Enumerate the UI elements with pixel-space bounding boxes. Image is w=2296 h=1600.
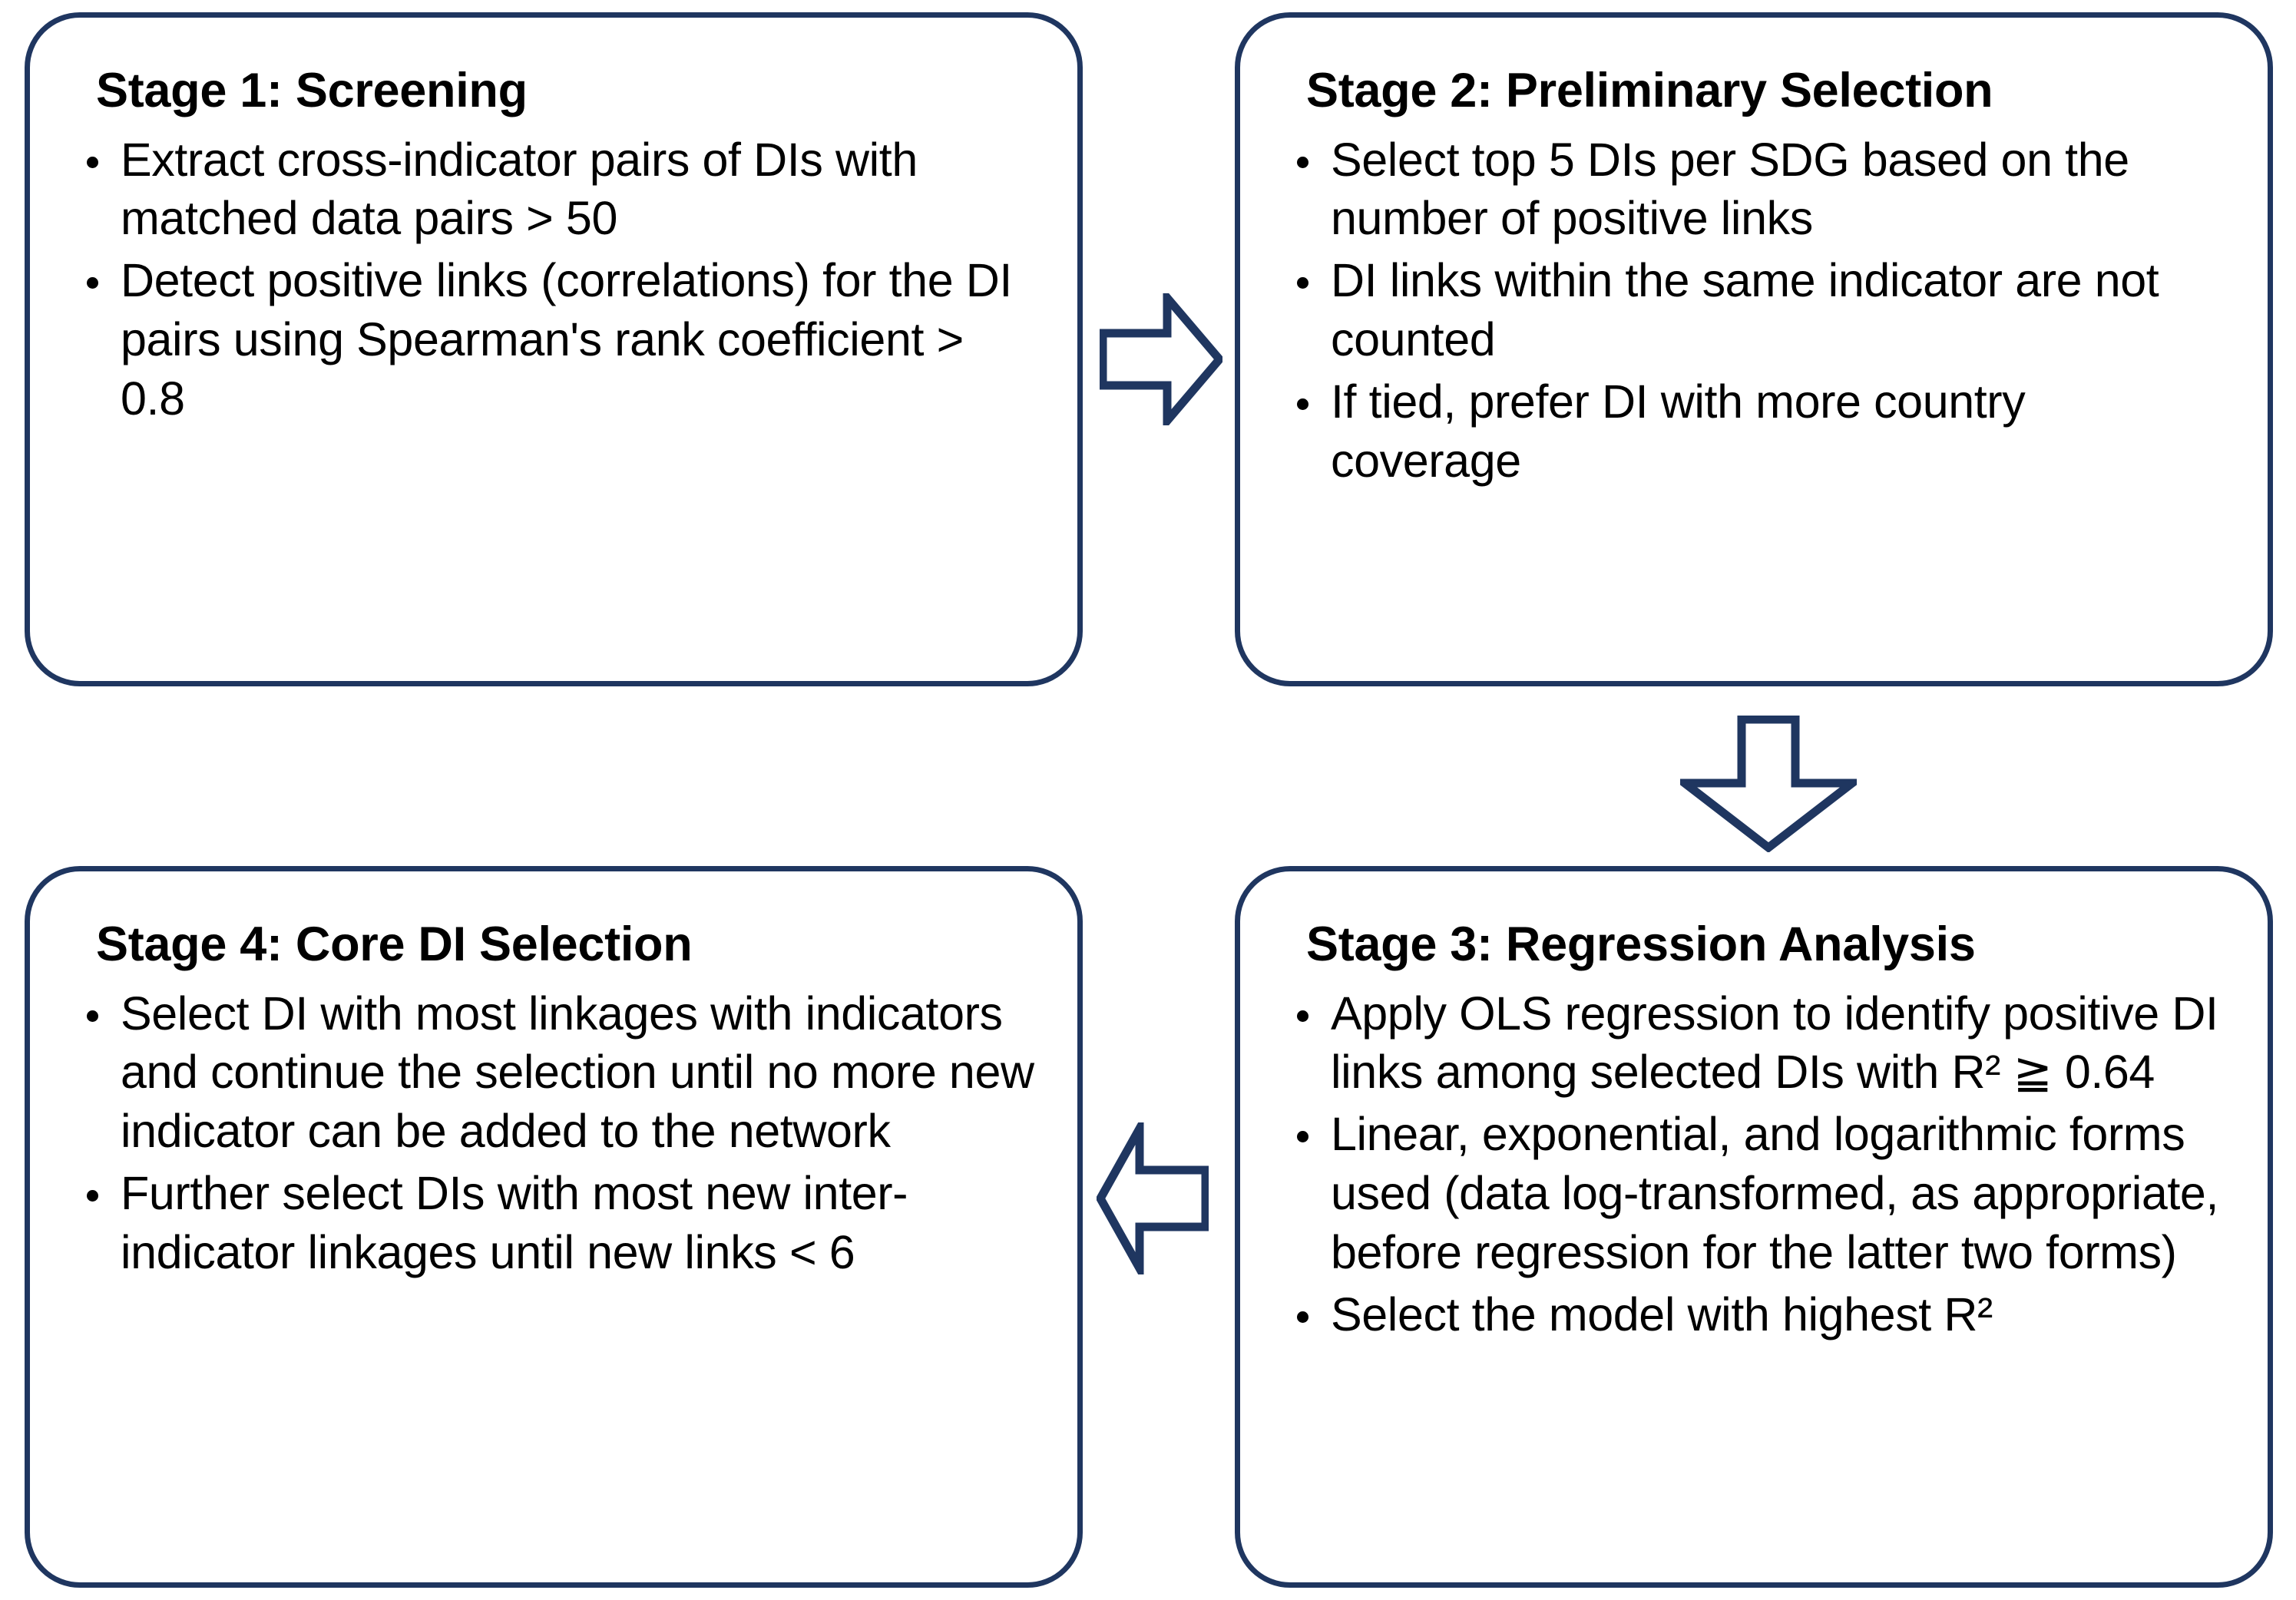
stage-2-bullet-3: If tied, prefer DI with more country cov… [1286, 372, 2225, 491]
stage-2-bullet-1: Select top 5 DIs per SDG based on the nu… [1286, 131, 2225, 249]
stage-3-bullet-1: Apply OLS regression to identify positiv… [1286, 984, 2225, 1102]
stage-4-bullet-1: Select DI with most linkages with indica… [76, 984, 1034, 1162]
stage-1-bullet-2: Detect positive links (correlations) for… [76, 251, 1034, 428]
stage-4-box: Stage 4: Core DI Selection Select DI wit… [25, 866, 1083, 1588]
stage-3-title: Stage 3: Regression Analysis [1306, 917, 1976, 971]
stage-3-box: Stage 3: Regression Analysis Apply OLS r… [1235, 866, 2273, 1588]
stage-1-bullet-1: Extract cross-indicator pairs of DIs wit… [76, 131, 1034, 249]
stage-1-bullet-list: Extract cross-indicator pairs of DIs wit… [76, 131, 1034, 428]
stage-3-bullet-list: Apply OLS regression to identify positiv… [1286, 984, 2225, 1344]
stage-1-title: Stage 1: Screening [96, 64, 528, 117]
stage-4-bullet-list: Select DI with most linkages with indica… [76, 984, 1034, 1282]
stage-2-bullet-2: DI links within the same indicator are n… [1286, 251, 2225, 369]
arrow-right-icon [1100, 293, 1222, 425]
stage-3-bullet-3: Select the model with highest R² [1286, 1285, 2225, 1344]
stage-1-box: Stage 1: Screening Extract cross-indicat… [25, 12, 1083, 686]
arrow-down-icon [1680, 716, 1857, 852]
stage-4-bullet-2: Further select DIs with most new inter-i… [76, 1164, 1034, 1282]
stage-3-bullet-2: Linear, exponential, and logarithmic for… [1286, 1105, 2225, 1282]
arrow-left-icon [1097, 1122, 1209, 1274]
stage-2-bullet-list: Select top 5 DIs per SDG based on the nu… [1286, 131, 2225, 491]
stage-2-box: Stage 2: Preliminary Selection Select to… [1235, 12, 2273, 686]
stage-4-title: Stage 4: Core DI Selection [96, 917, 693, 971]
stage-2-title: Stage 2: Preliminary Selection [1306, 64, 1993, 117]
